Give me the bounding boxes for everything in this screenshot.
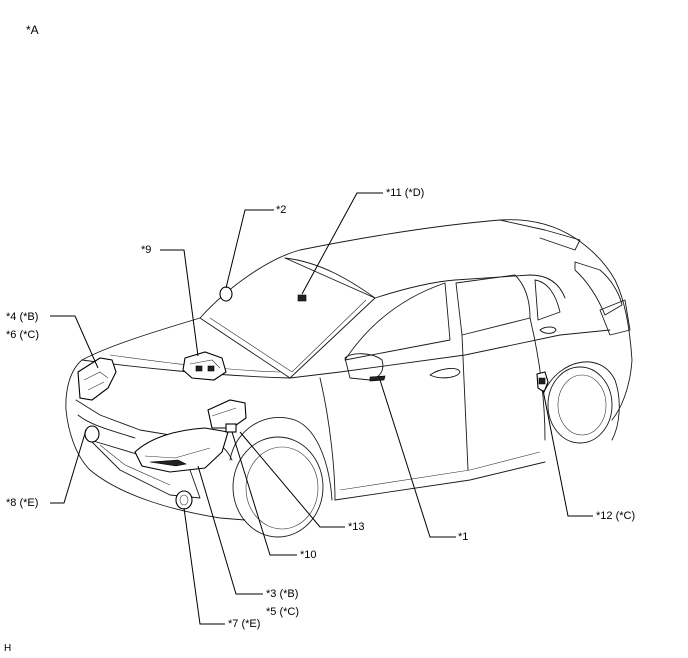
right-headlamp-assembly xyxy=(134,427,229,473)
callout-6: *6 (*C) xyxy=(6,329,40,341)
callout-13: *13 xyxy=(348,521,365,533)
left-headlamp-assembly xyxy=(77,357,117,401)
callout-11: *11 (*D) xyxy=(386,187,425,199)
callout-1: *1 xyxy=(458,531,469,543)
rear-quarter-component xyxy=(536,371,549,393)
engine-room-component xyxy=(182,351,227,381)
callout-7: *7 (*E) xyxy=(228,618,261,630)
callout-3: *3 (*B) xyxy=(266,588,299,600)
windshield-sensor xyxy=(297,294,307,302)
callout-5: *5 (*C) xyxy=(266,606,300,618)
callout-4: *4 (*B) xyxy=(6,311,39,323)
left-fog-lamp xyxy=(84,425,100,443)
headlamp-ecu-module xyxy=(207,399,247,433)
leader-lines xyxy=(50,192,593,625)
diagram-identifier: *A xyxy=(26,23,39,37)
callout-9: *9 xyxy=(141,244,152,256)
footer-mark: H xyxy=(4,643,12,654)
right-fog-lamp xyxy=(175,490,193,510)
windshield-base-component xyxy=(219,286,233,302)
callout-10: *10 xyxy=(300,549,317,561)
outer-mirror-component xyxy=(369,375,386,382)
callout-1-2: *2 xyxy=(276,204,287,216)
callout-8: *8 (*E) xyxy=(6,497,39,509)
callout-12: *12 (*C) xyxy=(596,510,636,522)
